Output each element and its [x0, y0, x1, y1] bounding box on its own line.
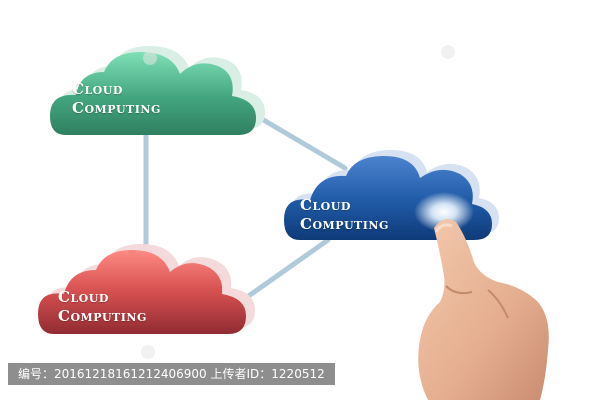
green-cloud-line2: Computing — [72, 98, 161, 117]
watermark-info-bar: 编号：20161218161212406900 上传者ID：1220512 — [8, 363, 335, 385]
red-cloud-line2: Computing — [58, 306, 147, 325]
green-cloud-line1: Cloud — [72, 80, 123, 98]
blue-cloud — [284, 150, 499, 240]
touch-flare — [414, 192, 474, 232]
red-cloud-label: Cloud Computing — [58, 288, 147, 326]
connector-red-blue — [237, 237, 331, 305]
green-cloud-label: Cloud Computing — [72, 80, 161, 118]
connector-green-blue — [247, 109, 348, 171]
pointing-hand — [418, 219, 549, 400]
blue-cloud-line2: Computing — [300, 214, 389, 233]
green-cloud — [50, 46, 265, 135]
red-cloud — [38, 244, 255, 334]
blue-cloud-line1: Cloud — [300, 196, 351, 214]
connector-lines — [143, 109, 348, 305]
blue-cloud-label: Cloud Computing — [300, 196, 389, 234]
watermark-text: 编号：20161218161212406900 上传者ID：1220512 — [18, 367, 325, 381]
red-cloud-line1: Cloud — [58, 288, 109, 306]
